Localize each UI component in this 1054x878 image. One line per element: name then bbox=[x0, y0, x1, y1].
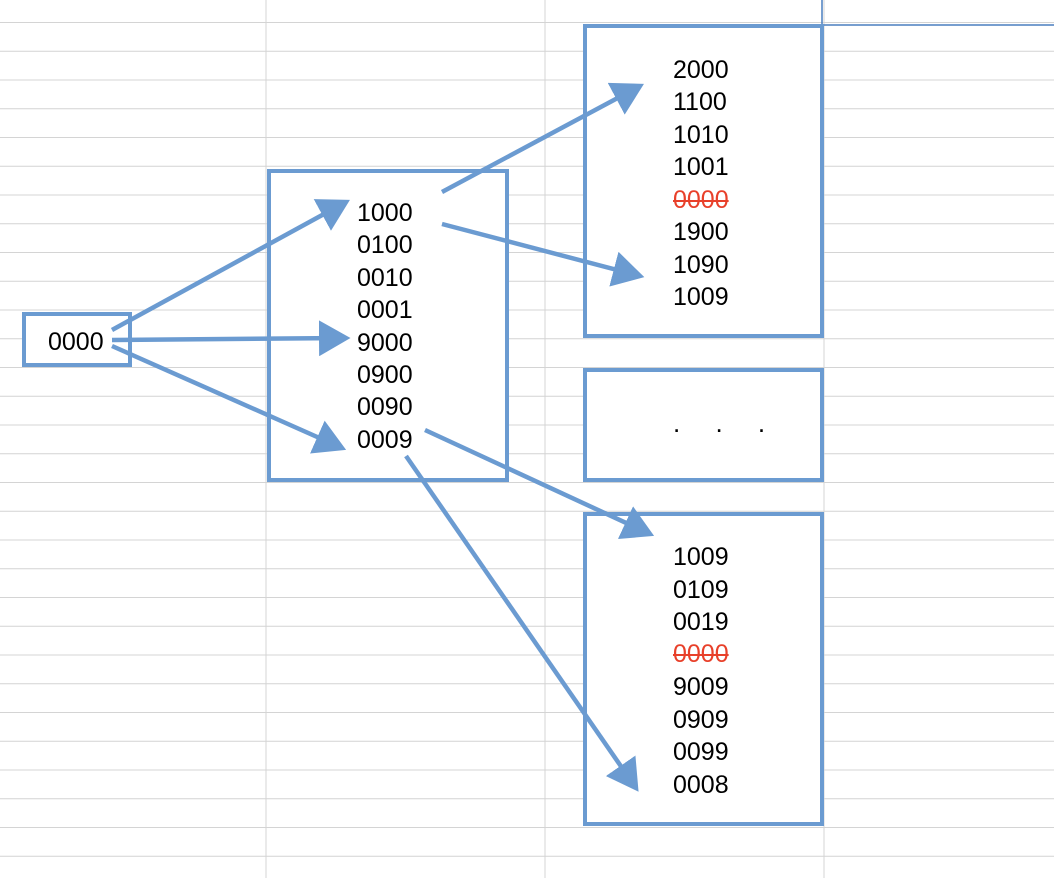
selected-cell-border bbox=[821, 0, 1054, 26]
bottom-child-item-struck: 0000 bbox=[673, 640, 729, 668]
level1-item: 1000 bbox=[357, 199, 413, 227]
level1-item: 0001 bbox=[357, 296, 413, 324]
bottom-child-item: 0008 bbox=[673, 771, 729, 799]
top-child-box: 2000 1100 1010 1001 0000 1900 1090 1009 bbox=[583, 24, 824, 338]
bottom-child-item: 0109 bbox=[673, 576, 729, 604]
bottom-child-item: 0099 bbox=[673, 738, 729, 766]
top-child-item: 1001 bbox=[673, 153, 729, 181]
level1-item: 9000 bbox=[357, 329, 413, 357]
bottom-child-item: 0909 bbox=[673, 706, 729, 734]
top-child-item: 1010 bbox=[673, 121, 729, 149]
top-child-item: 2000 bbox=[673, 56, 729, 84]
top-child-item: 1100 bbox=[673, 88, 727, 116]
bottom-child-item: 9009 bbox=[673, 673, 729, 701]
level1-item: 0090 bbox=[357, 393, 413, 421]
level1-item: 0900 bbox=[357, 361, 413, 389]
top-child-item: 1900 bbox=[673, 218, 729, 246]
bottom-child-box: 1009 0109 0019 0000 9009 0909 0099 0008 bbox=[583, 512, 824, 826]
bottom-child-item: 0019 bbox=[673, 608, 729, 636]
level1-item: 0100 bbox=[357, 231, 413, 259]
ellipsis-label: . . . bbox=[673, 408, 780, 438]
level1-item: 0010 bbox=[357, 264, 413, 292]
root-node-label: 0000 bbox=[48, 328, 104, 356]
root-node-box: 0000 bbox=[22, 312, 132, 367]
top-child-item-struck: 0000 bbox=[673, 186, 729, 214]
top-child-item: 1009 bbox=[673, 283, 729, 311]
level1-node-box: 1000 0100 0010 0001 9000 0900 0090 0009 bbox=[267, 169, 509, 482]
level1-item: 0009 bbox=[357, 426, 413, 454]
middle-child-box: . . . bbox=[583, 368, 824, 482]
bottom-child-item: 1009 bbox=[673, 543, 729, 571]
top-child-item: 1090 bbox=[673, 251, 729, 279]
